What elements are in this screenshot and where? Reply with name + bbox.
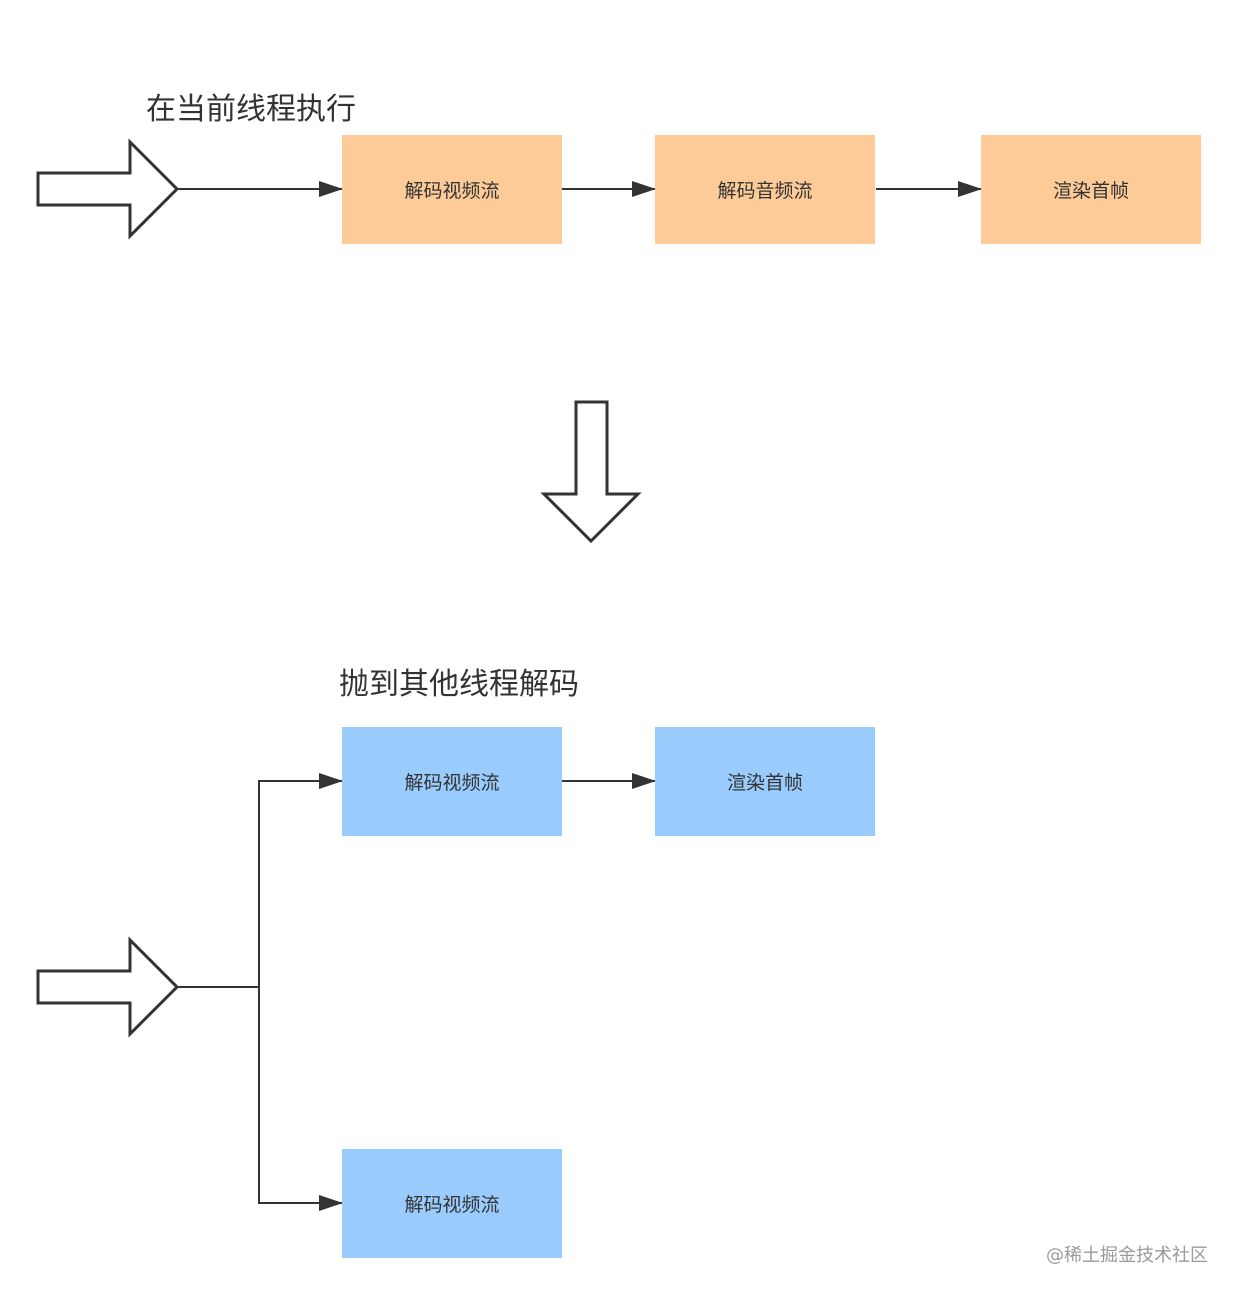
section-title-current-thread: 在当前线程执行 xyxy=(146,92,356,127)
watermark: @稀土掘金技术社区 xyxy=(1046,1245,1208,1266)
block-arrow-right-icon-bottom xyxy=(36,936,180,1038)
node-decode-video-stream-upper: 解码视频流 xyxy=(342,727,562,836)
node-label: 解码视频流 xyxy=(404,1194,500,1216)
block-arrow-down-icon xyxy=(540,400,642,544)
block-arrow-right-icon xyxy=(36,138,180,240)
node-label: 解码视频流 xyxy=(404,180,500,202)
node-decode-video-stream-lower: 解码视频流 xyxy=(342,1149,562,1258)
node-label: 解码音频流 xyxy=(717,180,813,202)
node-render-first-frame-bottom: 渲染首帧 xyxy=(655,727,875,836)
section-title-other-thread: 抛到其他线程解码 xyxy=(339,667,579,702)
node-decode-audio-stream: 解码音频流 xyxy=(655,135,875,244)
node-decode-video-stream: 解码视频流 xyxy=(342,135,562,244)
node-label: 渲染首帧 xyxy=(726,772,803,794)
node-label: 渲染首帧 xyxy=(1052,180,1129,202)
node-render-first-frame: 渲染首帧 xyxy=(981,135,1201,244)
node-label: 解码视频流 xyxy=(404,772,500,794)
